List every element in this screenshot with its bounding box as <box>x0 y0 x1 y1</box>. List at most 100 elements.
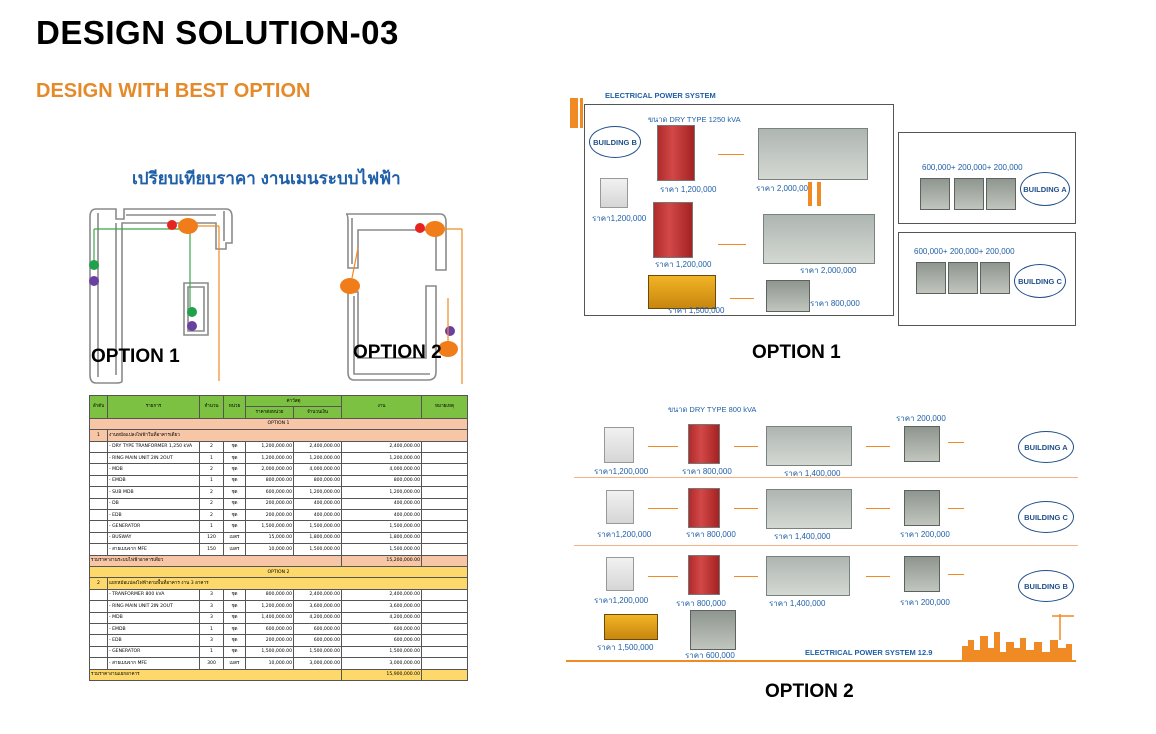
arrow <box>948 574 964 576</box>
mdb-panel-image <box>766 556 850 596</box>
cell-qty: 2 <box>199 497 224 510</box>
rmu-marker <box>167 220 177 230</box>
updown-arrow <box>808 182 812 206</box>
cell-unit: ชุด <box>223 588 246 602</box>
building-c-badge: BUILDING C <box>1014 264 1066 298</box>
cell-unit-price: 1,200,000.00 <box>245 451 294 465</box>
cell-unit: ชุด <box>223 520 246 533</box>
cell-unit-price: 2,000,000.00 <box>245 463 294 476</box>
city-skyline-icon <box>962 614 1074 660</box>
cell-item: - DB <box>107 497 200 510</box>
cell-qty: 1 <box>199 520 224 533</box>
price-label: ราคา 600,000 <box>685 651 735 660</box>
cell-qty: 300 <box>199 657 224 670</box>
page-title: DESIGN SOLUTION-03 <box>36 14 399 51</box>
option2-sum-row: รวมราคางานแยกอาคาร 15,900,000.00 <box>89 668 468 682</box>
cell-qty: 1 <box>199 474 224 488</box>
cell-amount: 400,000.00 <box>293 508 342 522</box>
db-panel-image <box>948 262 978 294</box>
row-separator <box>574 545 1078 547</box>
arrow <box>734 576 758 578</box>
diagram2-footer: ELECTRICAL POWER SYSTEM 12.9 <box>805 648 933 657</box>
cell-amount: 1,500,000.00 <box>293 520 342 533</box>
cell-no <box>89 463 108 476</box>
cell-labor: 400,000.00 <box>341 508 422 522</box>
price-label: ราคา1,200,000 <box>594 467 649 476</box>
cell-item: - MDB <box>107 611 200 624</box>
cell-no <box>89 645 108 659</box>
cell-remark <box>421 622 468 636</box>
arrow <box>866 508 890 510</box>
cell-unit-price: 200,000.00 <box>245 634 294 647</box>
cell-qty: 2 <box>199 486 224 499</box>
building-a-badge: BUILDING A <box>1020 172 1070 206</box>
price-label: ราคา 1,400,000 <box>769 599 826 608</box>
cell-qty: 120 <box>199 531 224 545</box>
group-no: 2 <box>89 577 108 590</box>
cell-amount: 3,600,000.00 <box>293 600 342 613</box>
cell-amount: 4,200,000.00 <box>293 611 342 624</box>
building-a-badge: BUILDING A <box>1018 431 1074 463</box>
cell-amount: 4,000,000.00 <box>293 463 342 476</box>
cell-item: - BUSWAY <box>107 531 200 545</box>
cell-item: - SUB MDB <box>107 486 200 499</box>
mdb-marker <box>89 260 99 270</box>
arrow <box>866 576 890 578</box>
cell-unit: ชุด <box>223 611 246 624</box>
cell-unit-price: 15,000.00 <box>245 531 294 545</box>
cell-qty: 3 <box>199 611 224 624</box>
cell-remark <box>421 474 468 488</box>
cell-no <box>89 634 108 647</box>
arrow <box>866 446 890 448</box>
page-subtitle: DESIGN WITH BEST OPTION <box>36 80 311 102</box>
cell-no <box>89 622 108 636</box>
price-label: ราคา 1,400,000 <box>784 469 841 478</box>
cell-item: - GENERATOR <box>107 520 200 533</box>
arrow <box>648 508 678 510</box>
cell-no <box>89 657 108 670</box>
arrow <box>948 508 964 510</box>
mdb-panel-image <box>758 128 868 180</box>
price-label: ราคา 800,000 <box>686 530 736 539</box>
cell-unit-price: 600,000.00 <box>245 486 294 499</box>
price-label: ราคา 1,200,000 <box>660 185 717 194</box>
thai-heading: เปรียบเทียบราคา งานเมนระบบไฟฟ้า <box>132 169 401 188</box>
cell-unit: ชุด <box>223 474 246 488</box>
price-label: ราคา 800,000 <box>676 599 726 608</box>
rmu-image <box>604 427 634 463</box>
cell-unit: ชุด <box>223 600 246 613</box>
cell-labor: 800,000.00 <box>341 474 422 488</box>
price-label: ราคา1,200,000 <box>597 530 652 539</box>
transformer-image-2 <box>653 202 693 258</box>
cell-labor: 600,000.00 <box>341 622 422 636</box>
cell-no <box>89 520 108 533</box>
cell-item: - EMDB <box>107 622 200 636</box>
group-label: งานหม้อแปลงไฟฟ้าในที่อาคารเดียว <box>107 429 468 442</box>
cell-unit-price: 600,000.00 <box>245 622 294 636</box>
transformer-image <box>657 125 695 181</box>
cell-no <box>89 588 108 602</box>
cell-amount: 2,400,000.00 <box>293 440 342 454</box>
cell-unit: ชุด <box>223 622 246 636</box>
cell-unit: ชุด <box>223 440 246 454</box>
cell-unit: เมตร <box>223 657 246 670</box>
cell-unit-price: 200,000.00 <box>245 497 294 510</box>
transformer-image <box>688 424 720 464</box>
option1-sum-row: รวมราคางานระบบไฟฟ้าอาคารเดียว 15,200,000… <box>89 554 468 568</box>
option2-group-row: 2 แยกหม้อแปลงไฟฟ้าตามพื้นที่อาคาร งาน 3 … <box>89 577 468 590</box>
cell-unit-price: 1,400,000.00 <box>245 611 294 624</box>
col-labor: งาน <box>341 395 422 419</box>
cell-remark <box>421 600 468 613</box>
diagram1-option-label: OPTION 1 <box>752 342 841 363</box>
cell-item: - สายเมนจาก MFE <box>107 543 200 556</box>
price-label: ราคา 200,000 <box>900 530 950 539</box>
cell-remark <box>421 451 468 465</box>
cell-amount: 3,000,000.00 <box>293 657 342 670</box>
cell-unit-price: 1,500,000.00 <box>245 520 294 533</box>
